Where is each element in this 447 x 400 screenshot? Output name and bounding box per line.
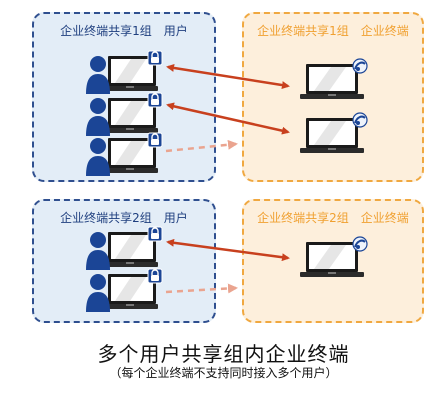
- caption-main: 多个用户共享组内企业终端: [97, 342, 350, 366]
- double-arrow-icon: [166, 63, 290, 90]
- caption-sub: （每个企业终端不支持同时接入多个用户）: [109, 366, 338, 380]
- group1-terminals-title: 企业终端共享1组 企业终端: [257, 24, 409, 38]
- group2-terminals-title: 企业终端共享2组 企业终端: [257, 211, 409, 225]
- dashed-arrow-icon: [165, 283, 238, 294]
- group1-terminals-box: 企业终端共享1组 企业终端: [242, 12, 424, 182]
- double-arrow-icon: [166, 238, 290, 262]
- dashed-arrow-icon: [165, 139, 238, 153]
- group1-users-title: 企业终端共享1组 用户: [60, 24, 188, 38]
- group2-users-title: 企业终端共享2组 用户: [60, 211, 188, 225]
- double-arrow-icon: [166, 102, 290, 135]
